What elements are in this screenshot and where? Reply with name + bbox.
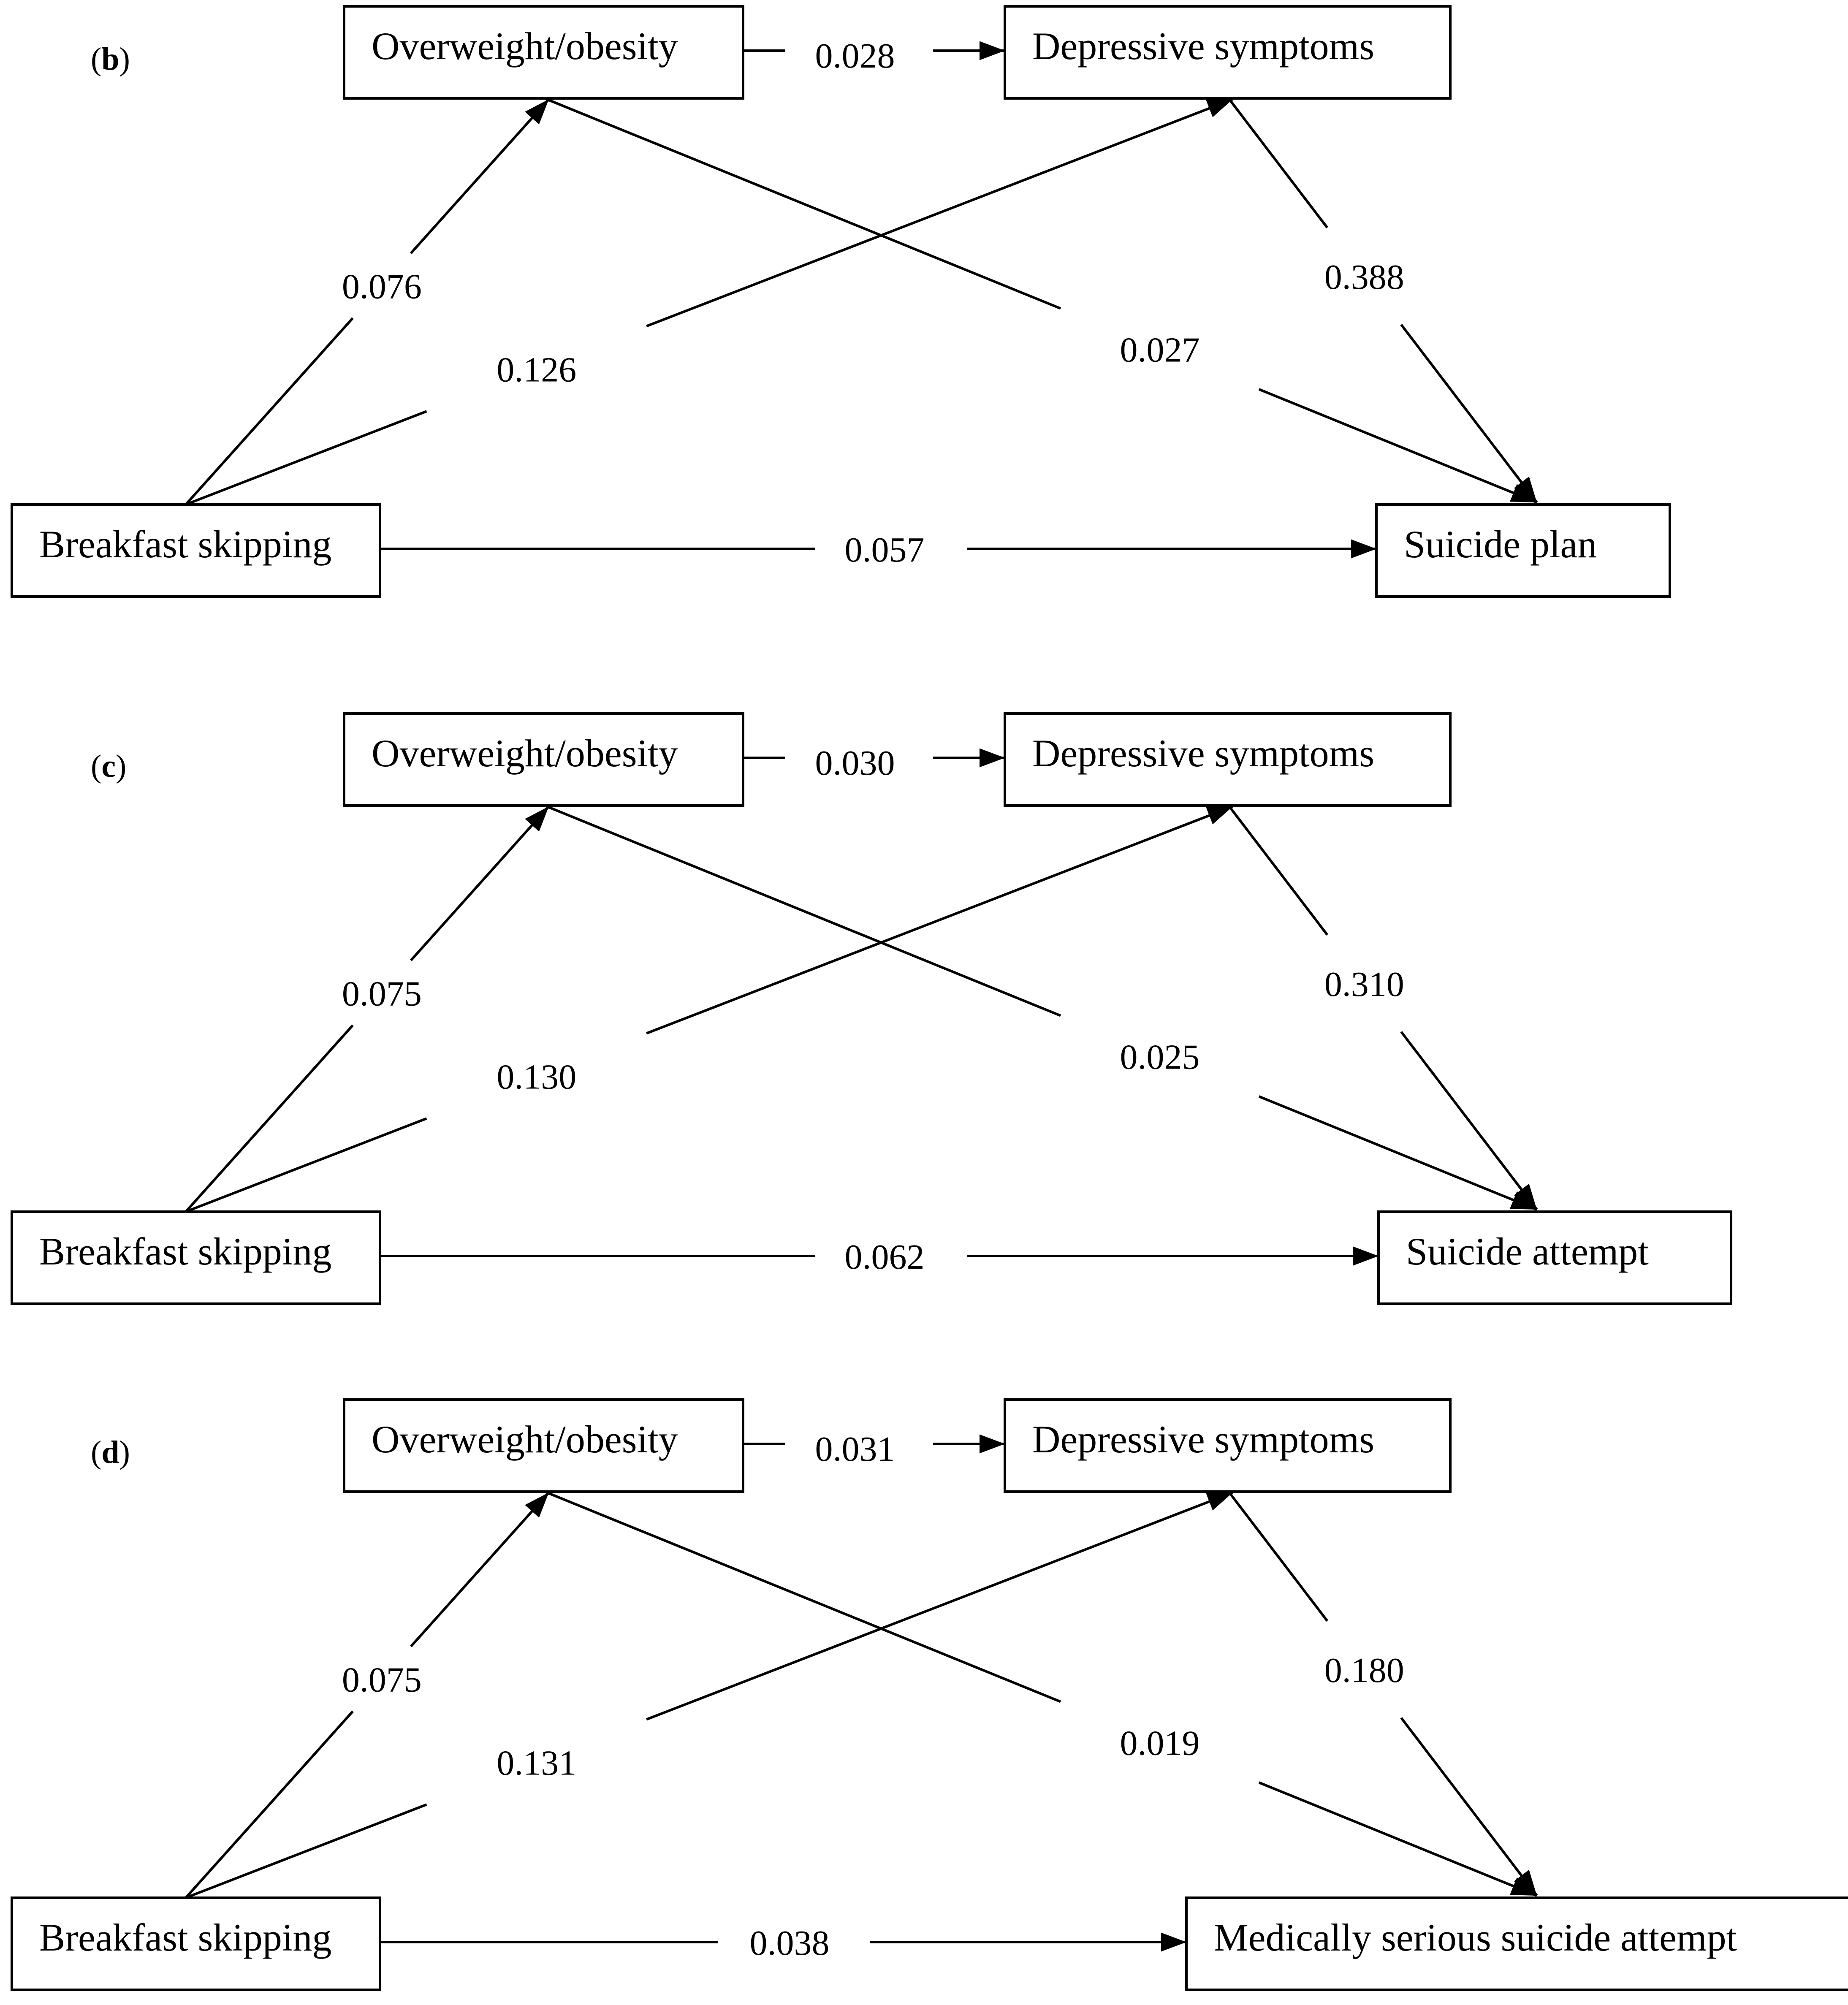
edge-breakfast-overweight-a (185, 317, 354, 506)
outcome-box (1375, 503, 1671, 598)
edge-depressive-outcome-b (1400, 1031, 1538, 1210)
panel-label: (c) (91, 749, 126, 784)
panel-label: (b) (91, 41, 130, 77)
panel-label: (d) (91, 1435, 130, 1470)
edge-depressive-outcome-b (1400, 1717, 1538, 1896)
edge-breakfast-depressive-a (185, 410, 427, 506)
depressive-box (1004, 1398, 1452, 1493)
coef-overweight-depressive: 0.028 (815, 36, 895, 76)
coef-breakfast-overweight: 0.076 (342, 267, 422, 307)
edge-depressive-outcome-a (1227, 98, 1328, 229)
coef-breakfast-overweight: 0.075 (342, 1660, 422, 1700)
edge-overweight-outcome-b (1258, 388, 1538, 504)
edge-breakfast-overweight-a (185, 1024, 354, 1213)
outcome-box (1185, 1896, 1848, 1991)
overweight-box (343, 1398, 744, 1493)
edge-breakfast-depressive-b (646, 1491, 1234, 1721)
edge-breakfast-depressive-b (646, 98, 1234, 328)
coef-overweight-outcome: 0.027 (1120, 330, 1200, 369)
coef-breakfast-overweight: 0.075 (342, 974, 422, 1014)
coef-depressive-outcome: 0.388 (1324, 258, 1404, 297)
outcome-label: Suicide attempt (1406, 1230, 1649, 1273)
coef-breakfast-depressive: 0.130 (497, 1057, 576, 1096)
coef-breakfast-depressive: 0.131 (497, 1743, 576, 1783)
overweight-label: Overweight/obesity (372, 732, 678, 775)
overweight-label: Overweight/obesity (372, 24, 678, 68)
coef-depressive-outcome: 0.310 (1324, 965, 1404, 1004)
breakfast-label: Breakfast skipping (39, 1230, 331, 1273)
coef-breakfast-outcome: 0.057 (845, 530, 925, 570)
depressive-label: Depressive symptoms (1032, 1418, 1374, 1461)
edge-overweight-outcome-a (544, 1490, 1061, 1703)
edge-breakfast-depressive-b (646, 805, 1234, 1035)
panel-c: (c) Overweight/obesity Depressive symptoms… (11, 712, 1732, 1305)
coef-breakfast-outcome: 0.062 (845, 1237, 925, 1277)
edge-overweight-outcome-b (1258, 1095, 1538, 1211)
panel-d: (d) Overweight/obesity Depressive symptoms… (11, 1398, 1848, 1991)
edge-breakfast-overweight-b (410, 1491, 550, 1647)
outcome-label: Medically serious suicide attempt (1214, 1916, 1737, 1959)
depressive-label: Depressive symptoms (1032, 24, 1374, 68)
outcome-label: Suicide plan (1404, 523, 1597, 566)
coef-overweight-outcome: 0.019 (1120, 1723, 1200, 1763)
breakfast-box (11, 1896, 381, 1991)
coef-overweight-depressive: 0.031 (815, 1430, 895, 1469)
coef-depressive-outcome: 0.180 (1324, 1651, 1404, 1690)
coef-overweight-depressive: 0.030 (815, 743, 895, 783)
breakfast-label: Breakfast skipping (39, 1916, 331, 1959)
edge-breakfast-overweight-b (410, 805, 550, 961)
depressive-box (1004, 5, 1452, 100)
edge-depressive-outcome-b (1400, 324, 1538, 503)
coef-overweight-outcome: 0.025 (1120, 1037, 1200, 1077)
edge-overweight-outcome-a (544, 804, 1061, 1017)
edge-overweight-outcome-a (544, 97, 1061, 310)
edge-breakfast-overweight-a (185, 1710, 354, 1899)
breakfast-label: Breakfast skipping (39, 523, 331, 566)
overweight-label: Overweight/obesity (372, 1418, 678, 1461)
edge-breakfast-depressive-a (185, 1803, 427, 1899)
edge-depressive-outcome-a (1227, 1491, 1328, 1622)
breakfast-box (11, 1210, 381, 1305)
breakfast-box (11, 503, 381, 598)
edge-breakfast-depressive-a (185, 1117, 427, 1213)
depressive-box (1004, 712, 1452, 807)
outcome-box (1377, 1210, 1732, 1305)
depressive-label: Depressive symptoms (1032, 732, 1374, 775)
coef-breakfast-depressive: 0.126 (497, 350, 576, 389)
edge-overweight-outcome-b (1258, 1781, 1538, 1897)
edge-depressive-outcome-a (1227, 805, 1328, 936)
coef-breakfast-outcome: 0.038 (750, 1924, 830, 1963)
edge-breakfast-overweight-b (410, 98, 550, 254)
panel-b: (b) Overweight/obesity Depressive symptoms… (11, 5, 1671, 598)
overweight-box (343, 712, 744, 807)
overweight-box (343, 5, 744, 100)
